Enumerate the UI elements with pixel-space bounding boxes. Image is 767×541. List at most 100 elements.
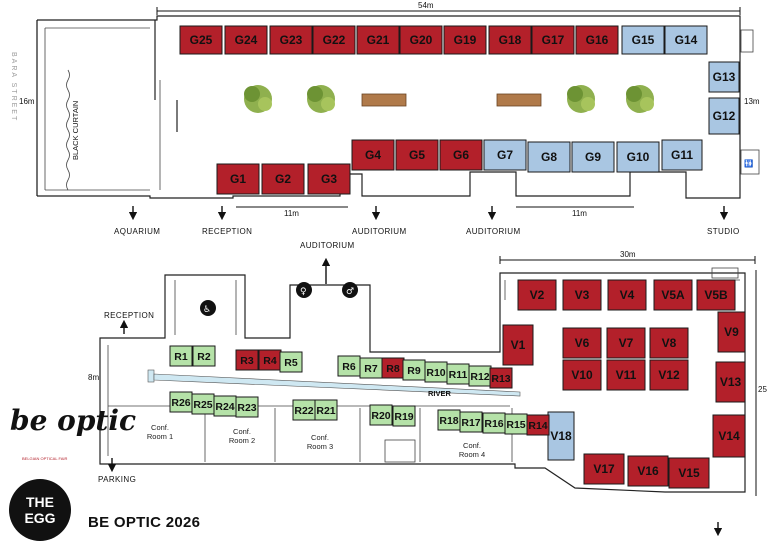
conf-room-1: Conf.Room 1 — [147, 423, 173, 441]
booth-label: V12 — [658, 368, 680, 382]
booth-label: G13 — [713, 70, 736, 84]
egg-logo-line-1: THE — [26, 494, 54, 510]
booth-g18: G18 — [488, 25, 532, 55]
booth-label: V10 — [571, 368, 593, 382]
bottom-height-left-label: 8m — [88, 373, 99, 382]
booth-label: G23 — [280, 33, 303, 47]
booth-v7: V7 — [606, 327, 646, 359]
booth-r9: R9 — [402, 359, 426, 381]
booth-g20: G20 — [399, 25, 443, 55]
conference-rooms: Conf.Room 1 Conf.Room 2 Conf.Room 3 Conf… — [147, 423, 485, 459]
booth-label: V4 — [620, 288, 635, 302]
curtain-label: BLACK CURTAIN — [71, 101, 80, 160]
booth-label: G19 — [454, 33, 477, 47]
booth-label: G7 — [497, 148, 513, 162]
booth-g6: G6 — [439, 139, 483, 171]
conf-room-3: Conf.Room 3 — [307, 433, 333, 451]
booth-r15: R15 — [504, 413, 528, 435]
booth-r20: R20 — [369, 404, 393, 426]
bottom-floor: 30m 25m 8m RIVER ♿ ♀ ♂ AUDITORIUM — [88, 241, 767, 537]
booth-g17: G17 — [531, 25, 575, 55]
exit-auditorium-2: AUDITORIUM — [466, 227, 521, 236]
booth-label: G9 — [585, 150, 601, 164]
tree-icon — [307, 85, 335, 113]
booth-r19: R19 — [392, 405, 416, 427]
height-right-label: 13m — [744, 97, 760, 106]
booth-label: R9 — [407, 365, 421, 377]
booth-label: G12 — [713, 109, 736, 123]
booth-g5: G5 — [395, 139, 439, 171]
egg-logo-line-2: EGG — [24, 510, 55, 526]
svg-text:be optic: be optic — [10, 404, 136, 437]
bench-icon — [361, 93, 407, 107]
booth-v6: V6 — [562, 327, 602, 359]
width-label: 54m — [418, 1, 434, 10]
booth-g22: G22 — [312, 25, 356, 55]
booth-r8: R8 — [381, 357, 405, 379]
booth-label: R13 — [491, 373, 510, 385]
booth-label: V5A — [661, 288, 685, 302]
booth-r3: R3 — [235, 349, 259, 371]
booth-label: V5B — [704, 288, 728, 302]
booth-label: R19 — [394, 411, 413, 423]
booth-label: R10 — [426, 367, 445, 379]
top-exits: AQUARIUM RECEPTION AUDITORIUM AUDITORIUM… — [114, 206, 740, 236]
booth-g23: G23 — [269, 25, 313, 55]
booth-label: R21 — [316, 405, 335, 417]
booth-r5: R5 — [279, 351, 303, 373]
exit-aquarium: AQUARIUM — [114, 227, 160, 236]
bottom-height-right-label: 25m — [758, 385, 767, 394]
svg-text:♿: ♿ — [203, 305, 211, 315]
booth-label: G14 — [675, 33, 698, 47]
tree-icon — [244, 85, 272, 113]
booth-label: G3 — [321, 172, 337, 186]
booth-v11: V11 — [606, 359, 646, 391]
exit-reception: RECEPTION — [202, 227, 252, 236]
booth-v13: V13 — [715, 361, 746, 403]
event-title: BE OPTIC 2026 — [88, 514, 201, 531]
booth-label: R22 — [294, 405, 313, 417]
booth-r21: R21 — [314, 399, 338, 421]
booth-label: V16 — [637, 464, 659, 478]
booth-r25: R25 — [191, 393, 215, 415]
booth-v17: V17 — [583, 453, 625, 485]
black-curtain — [66, 69, 70, 191]
booth-g14: G14 — [664, 25, 708, 55]
exit-studio: STUDIO — [707, 227, 740, 236]
booth-g1: G1 — [216, 163, 260, 195]
booth-label: V1 — [511, 338, 526, 352]
be-optic-logo: be optic BELGIAN OPTICAL FAIR — [10, 404, 136, 461]
restroom-icon: 🚻 — [744, 159, 753, 168]
booth-label: G10 — [627, 150, 650, 164]
booth-label: V11 — [616, 368, 637, 382]
booth-r11: R11 — [446, 363, 470, 385]
booth-r18: R18 — [437, 409, 461, 431]
booth-label: G21 — [367, 33, 390, 47]
booth-v14: V14 — [712, 414, 746, 458]
booth-label: G2 — [275, 172, 291, 186]
booth-v10: V10 — [562, 359, 602, 391]
booth-label: V15 — [678, 466, 700, 480]
tree-icon — [567, 85, 595, 113]
booth-label: R16 — [484, 418, 503, 430]
booth-g12: G12 — [708, 97, 740, 135]
street-label: BARA STREET — [10, 52, 17, 122]
exit-auditorium-bottom: AUDITORIUM — [300, 241, 355, 250]
booth-label: G11 — [671, 148, 693, 162]
bench-icon — [496, 93, 542, 107]
booth-v5b: V5B — [696, 279, 736, 311]
booth-g4: G4 — [351, 139, 395, 171]
booth-label: R25 — [193, 399, 212, 411]
booth-label: R15 — [506, 419, 525, 431]
booth-r24: R24 — [213, 395, 237, 417]
booth-r16: R16 — [482, 412, 506, 434]
booth-label: V14 — [718, 429, 740, 443]
svg-text:♂: ♂ — [346, 287, 354, 297]
top-outer-wall — [37, 15, 741, 199]
booth-v16: V16 — [627, 455, 669, 487]
booth-r2: R2 — [192, 345, 216, 367]
booth-label: V6 — [575, 336, 590, 350]
bottom-outer-wall — [99, 272, 746, 493]
